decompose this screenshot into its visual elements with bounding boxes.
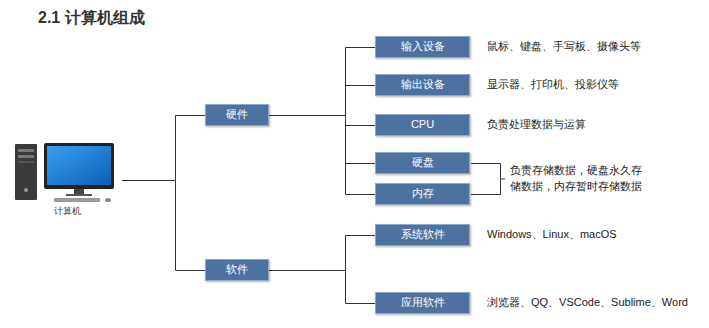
- computer-node: 计算机: [12, 140, 122, 220]
- category-box: 输入设备: [375, 36, 470, 58]
- tree-connector: [269, 86, 375, 116]
- bracket-tick: [501, 179, 506, 180]
- box-label: 系统软件: [401, 228, 445, 241]
- description-text: Windows、Linux、macOS: [487, 227, 617, 243]
- description-text: 鼠标、键盘、手写板、摄像头等: [487, 39, 641, 55]
- tree-connector: [269, 116, 375, 195]
- description-text: 浏览器、QQ、VSCode、Sublime、Word: [487, 295, 688, 311]
- box-label: CPU: [411, 118, 434, 131]
- computer-illustration: [12, 140, 122, 204]
- category-box: 输出设备: [375, 74, 470, 96]
- category-box: CPU: [375, 114, 470, 136]
- category-box: 应用软件: [375, 292, 470, 314]
- box-label: 输出设备: [401, 78, 445, 91]
- description-text: 负责存储数据，硬盘永久存 储数据，内存暂时存储数据: [510, 163, 644, 195]
- box-label: 输入设备: [401, 40, 445, 53]
- description-text: 显示器、打印机、投影仪等: [487, 77, 619, 93]
- category-box: 硬件: [205, 104, 269, 126]
- tree-connector: [269, 48, 375, 116]
- category-box: 内存: [375, 183, 470, 205]
- description-text: 负责处理数据与运算: [487, 117, 586, 133]
- category-box: 硬盘: [375, 152, 470, 174]
- box-label: 应用软件: [401, 296, 445, 309]
- computer-label: 计算机: [54, 206, 81, 217]
- tree-connector: [269, 116, 375, 164]
- box-label: 硬盘: [412, 156, 434, 169]
- category-box: 软件: [205, 259, 269, 281]
- box-label: 硬件: [226, 108, 248, 121]
- storage-bracket: [471, 164, 505, 195]
- box-label: 软件: [226, 263, 248, 276]
- tree-connector: [269, 116, 375, 126]
- tree-connector: [269, 236, 375, 271]
- page-title: 2.1 计算机组成: [38, 8, 145, 29]
- tree-connector: [269, 271, 375, 304]
- category-box: 系统软件: [375, 224, 470, 246]
- bracket-line: [471, 164, 501, 195]
- tree-connector: [122, 116, 205, 181]
- tree-connector: [122, 181, 205, 271]
- box-label: 内存: [412, 187, 434, 200]
